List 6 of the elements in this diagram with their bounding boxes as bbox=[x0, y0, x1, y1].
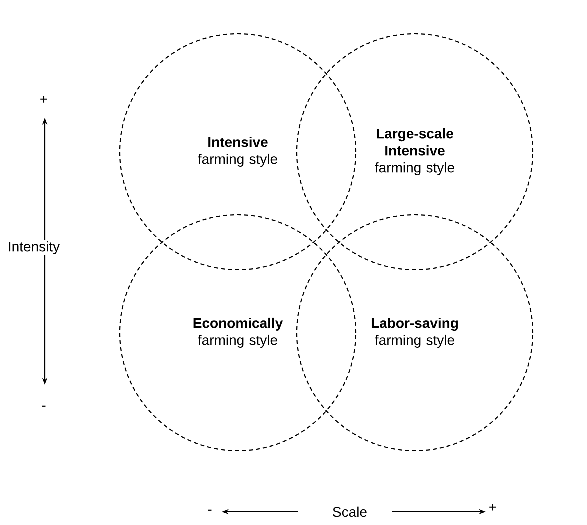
axis-label: - bbox=[42, 406, 46, 407]
axis-label: Intensity bbox=[6, 240, 62, 256]
axis-label: + bbox=[40, 96, 48, 103]
axis-label: + bbox=[490, 504, 496, 511]
axis-label: Scale bbox=[333, 506, 367, 518]
axis-label: - bbox=[208, 510, 212, 511]
